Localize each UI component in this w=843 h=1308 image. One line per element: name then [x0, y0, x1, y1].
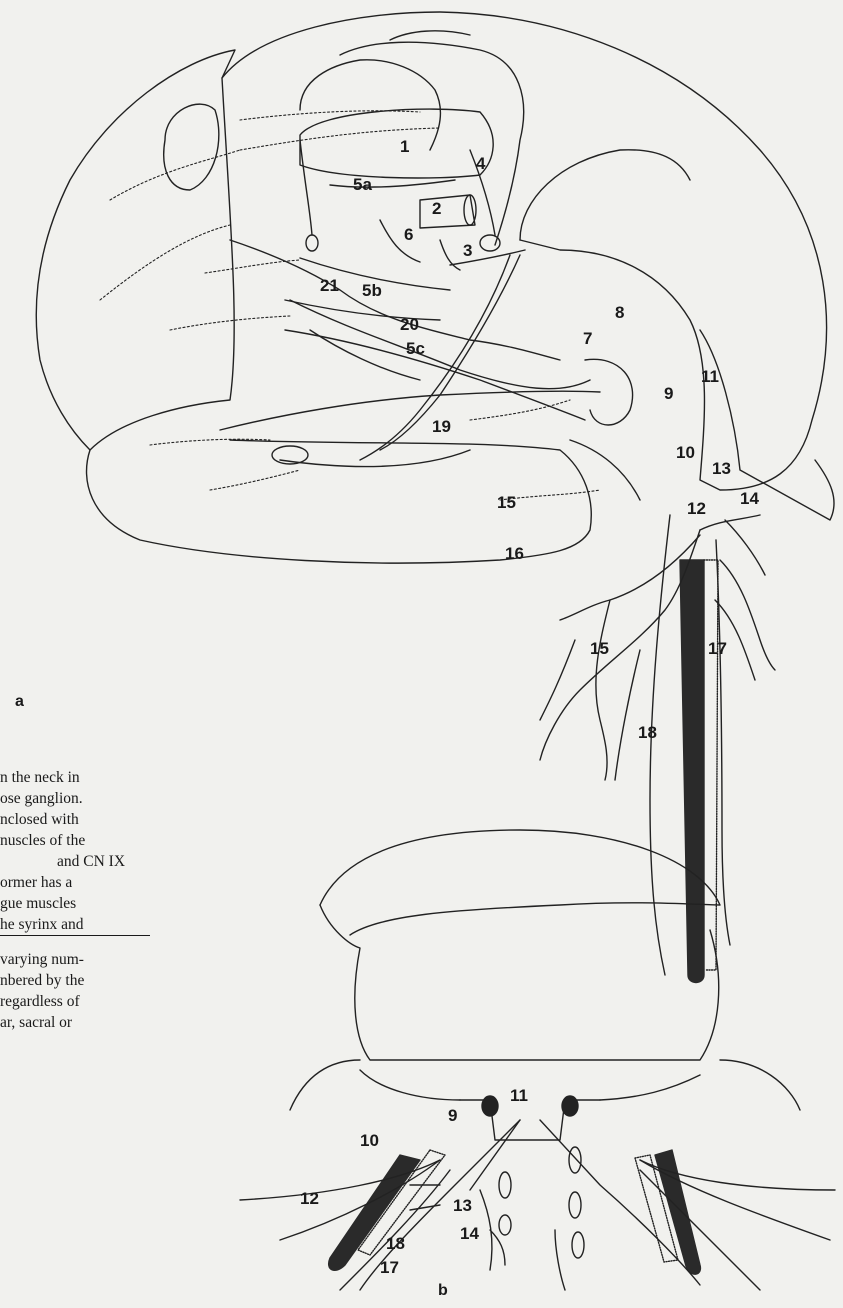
cranium-inner	[520, 150, 690, 240]
label-8: 8	[615, 304, 624, 321]
body-line-1: n the neck in	[0, 768, 80, 788]
body-line-3: nclosed with	[0, 810, 79, 830]
footnote-line-1: varying num-	[0, 950, 84, 970]
label-1: 1	[400, 138, 409, 155]
body-line-5: and CN IX	[57, 852, 125, 872]
label-b-14: 14	[460, 1225, 479, 1242]
footnote-line-2: nbered by the	[0, 971, 84, 991]
body-line-4: nuscles of the	[0, 831, 85, 851]
panel-label-a: a	[15, 693, 24, 711]
label-7: 7	[583, 330, 592, 347]
label-9: 9	[664, 385, 673, 402]
label-20: 20	[400, 316, 419, 333]
body-line-2: ose ganglion.	[0, 789, 83, 809]
label-5a: 5a	[353, 176, 372, 193]
label-16: 16	[505, 545, 524, 562]
label-5c: 5c	[406, 340, 425, 357]
esophagus-a	[704, 560, 718, 970]
label-4: 4	[476, 155, 485, 172]
panel-label-b: b	[438, 1282, 448, 1300]
jaw-back-plate	[570, 440, 640, 500]
body-line-6: ormer has a	[0, 873, 72, 893]
label-3: 3	[463, 242, 472, 259]
label-10: 10	[676, 444, 695, 461]
label-b-12: 12	[300, 1190, 319, 1207]
label-12: 12	[687, 500, 706, 517]
body-line-8: he syrinx and	[0, 915, 84, 935]
neck-plate	[700, 330, 834, 520]
label-6: 6	[404, 226, 413, 243]
beak-lower-b	[320, 905, 719, 1060]
label-15b: 15	[590, 640, 609, 657]
footnote-line-3: regardless of	[0, 992, 80, 1012]
label-11: 11	[701, 368, 719, 385]
label-b-17: 17	[380, 1259, 399, 1276]
label-b-18: 18	[386, 1235, 405, 1252]
label-b-10: 10	[360, 1132, 379, 1149]
trachea-b-left	[329, 1155, 420, 1270]
trachea-a	[680, 560, 704, 983]
beak-b	[320, 830, 720, 935]
label-13: 13	[712, 460, 731, 477]
upper-beak-outline	[36, 50, 235, 450]
label-14: 14	[740, 490, 759, 507]
footnote-line-4: ar, sacral or	[0, 1013, 72, 1033]
eye-socket	[164, 104, 219, 190]
label-2: 2	[432, 200, 441, 217]
label-b-11: 11	[510, 1087, 528, 1104]
label-5b: 5b	[362, 282, 382, 299]
label-15a: 15	[497, 494, 516, 511]
label-17: 17	[708, 640, 727, 657]
orbit-fenestra	[300, 109, 493, 178]
body-line-7: gue muscles	[0, 894, 76, 914]
label-19: 19	[432, 418, 451, 435]
footnote-rule	[0, 935, 150, 936]
label-18: 18	[638, 724, 657, 741]
label-21: 21	[320, 277, 339, 294]
label-b-9: 9	[448, 1107, 457, 1124]
label-b-13: 13	[453, 1197, 472, 1214]
